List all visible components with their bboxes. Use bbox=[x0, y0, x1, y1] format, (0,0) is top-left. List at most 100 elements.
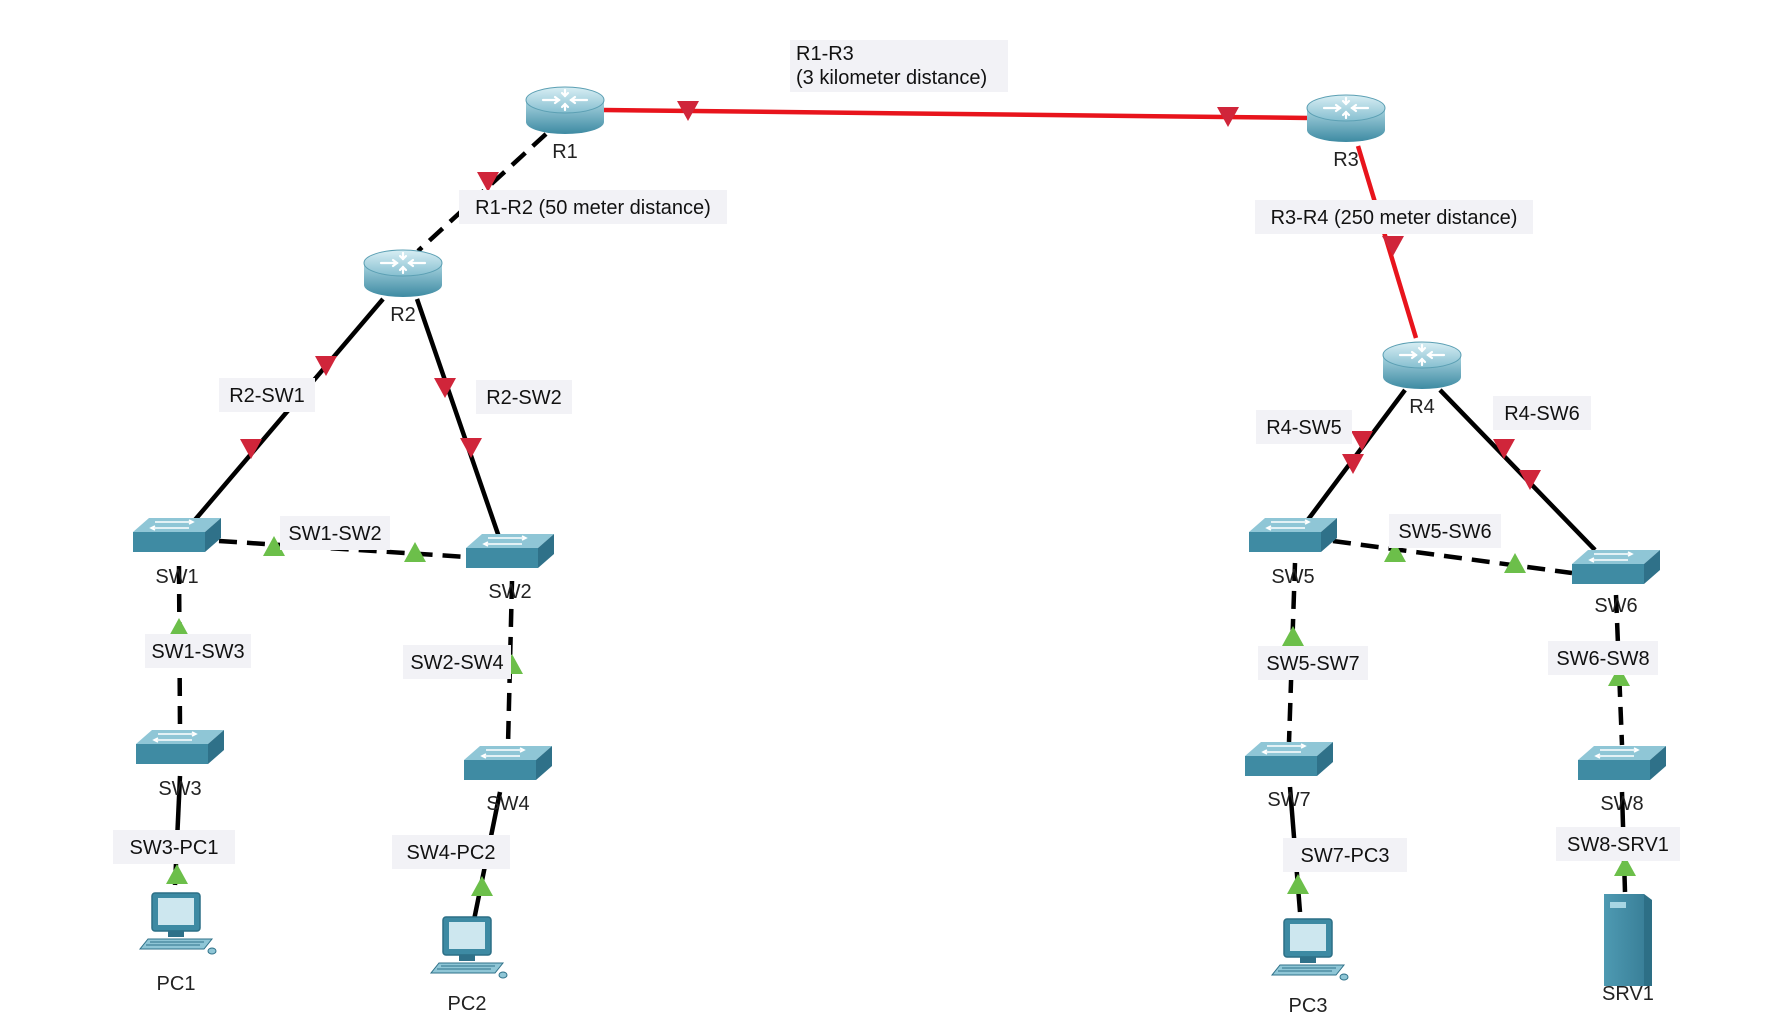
link-status-down-icon bbox=[434, 378, 456, 398]
switch-sw7[interactable] bbox=[1244, 741, 1334, 777]
link-label-text: R4-SW5 bbox=[1266, 417, 1342, 439]
link-label-text: R4-SW6 bbox=[1504, 403, 1580, 425]
link-label-text: SW5-SW6 bbox=[1398, 521, 1491, 543]
switch-icon bbox=[132, 517, 222, 553]
link-status-up-icon bbox=[1504, 553, 1526, 573]
pc-icon bbox=[1271, 918, 1349, 981]
link-label-text: R1-R2 (50 meter distance) bbox=[475, 197, 711, 219]
link-label-text: SW8-SRV1 bbox=[1567, 834, 1669, 856]
link-label-sw1-sw3: SW1-SW3 bbox=[145, 634, 251, 668]
link-status-down-icon bbox=[1493, 439, 1515, 459]
switch-sw5[interactable] bbox=[1248, 517, 1338, 553]
device-label-pc1: PC1 bbox=[157, 973, 196, 995]
pc-pc1[interactable] bbox=[139, 892, 217, 955]
link-status-up-icon bbox=[166, 864, 188, 884]
link-status-up-icon bbox=[1282, 626, 1304, 646]
link-label-r3-r4: R3-R4 (250 meter distance) bbox=[1255, 200, 1533, 234]
link-label-text: SW1-SW3 bbox=[151, 641, 244, 663]
device-label-sw1: SW1 bbox=[155, 566, 198, 588]
switch-sw8[interactable] bbox=[1577, 745, 1667, 781]
link-label-sw7-pc3: SW7-PC3 bbox=[1283, 838, 1407, 872]
link-label-text: SW4-PC2 bbox=[407, 842, 496, 864]
device-label-pc2: PC2 bbox=[448, 993, 487, 1015]
link-r1-r3[interactable] bbox=[603, 107, 1311, 121]
device-label-sw7: SW7 bbox=[1267, 789, 1310, 811]
link-label-text: SW7-PC3 bbox=[1301, 845, 1390, 867]
link-label-r4-sw5: R4-SW5 bbox=[1256, 410, 1352, 444]
pc-pc2[interactable] bbox=[430, 916, 508, 979]
device-label-sw4: SW4 bbox=[486, 793, 529, 815]
router-r4[interactable] bbox=[1381, 340, 1463, 391]
link-status-up-icon bbox=[1614, 856, 1636, 876]
link-label-r1-r2: R1-R2 (50 meter distance) bbox=[459, 190, 727, 224]
switch-icon bbox=[465, 533, 555, 569]
link-label-r1-r3: R1-R3(3 kilometer distance) bbox=[790, 40, 1008, 92]
switch-icon bbox=[1248, 517, 1338, 553]
link-label-sw8-srv1: SW8-SRV1 bbox=[1556, 827, 1680, 861]
link-label-r2-sw1: R2-SW1 bbox=[219, 378, 315, 412]
switch-icon bbox=[135, 729, 225, 765]
link-status-up-icon bbox=[168, 618, 190, 638]
device-label-sw3: SW3 bbox=[158, 778, 201, 800]
switch-sw2[interactable] bbox=[465, 533, 555, 569]
link-label-sw2-sw4: SW2-SW4 bbox=[403, 645, 511, 679]
device-label-srv1: SRV1 bbox=[1602, 983, 1654, 1005]
switch-icon bbox=[1571, 549, 1661, 585]
link-label-text: SW6-SW8 bbox=[1556, 648, 1649, 670]
device-label-sw2: SW2 bbox=[488, 581, 531, 603]
device-label-sw8: SW8 bbox=[1600, 793, 1643, 815]
link-labels-layer: R1-R3(3 kilometer distance) R1-R2 (50 met… bbox=[113, 40, 1680, 872]
link-status-up-icon bbox=[404, 542, 426, 562]
link-status-down-icon bbox=[477, 172, 499, 192]
link-r2-sw2[interactable] bbox=[414, 298, 502, 538]
switch-sw3[interactable] bbox=[135, 729, 225, 765]
switch-icon bbox=[1244, 741, 1334, 777]
link-status-down-icon bbox=[677, 101, 699, 121]
switch-sw1[interactable] bbox=[132, 517, 222, 553]
device-label-r1: R1 bbox=[552, 141, 578, 163]
link-status-markers bbox=[166, 101, 1636, 896]
link-label-text: R2-SW2 bbox=[486, 387, 562, 409]
device-label-sw5: SW5 bbox=[1271, 566, 1314, 588]
server-srv1[interactable] bbox=[1604, 894, 1652, 986]
link-label-r4-sw6: R4-SW6 bbox=[1493, 396, 1591, 430]
router-icon bbox=[1381, 340, 1463, 391]
link-status-down-icon bbox=[1519, 470, 1541, 490]
link-label-sw4-pc2: SW4-PC2 bbox=[392, 835, 510, 869]
router-r3[interactable] bbox=[1305, 93, 1387, 144]
link-status-down-icon bbox=[1351, 431, 1373, 451]
link-label-r2-sw2: R2-SW2 bbox=[476, 380, 572, 414]
link-label-text: R2-SW1 bbox=[229, 385, 305, 407]
link-sw5-sw6[interactable] bbox=[1332, 538, 1573, 576]
link-r4-sw6[interactable] bbox=[1438, 388, 1597, 552]
switch-sw6[interactable] bbox=[1571, 549, 1661, 585]
link-status-up-icon bbox=[1384, 542, 1406, 562]
link-label-sw3-pc1: SW3-PC1 bbox=[113, 830, 235, 864]
link-status-up-icon bbox=[263, 536, 285, 556]
link-status-down-icon bbox=[240, 439, 262, 459]
device-label-sw6: SW6 bbox=[1594, 595, 1637, 617]
router-r2[interactable] bbox=[362, 248, 444, 299]
link-label-text: SW1-SW2 bbox=[288, 523, 381, 545]
link-label-sw5-sw6: SW5-SW6 bbox=[1389, 514, 1501, 548]
router-icon bbox=[1305, 93, 1387, 144]
pc-pc3[interactable] bbox=[1271, 918, 1349, 981]
pc-icon bbox=[139, 892, 217, 955]
switch-sw4[interactable] bbox=[463, 745, 553, 781]
link-label-line1: R1-R3 bbox=[796, 43, 854, 65]
router-r1[interactable] bbox=[524, 85, 606, 136]
link-label-sw5-sw7: SW5-SW7 bbox=[1258, 646, 1368, 680]
pc-icon bbox=[430, 916, 508, 979]
switch-icon bbox=[1577, 745, 1667, 781]
server-icon bbox=[1604, 894, 1652, 986]
link-status-up-icon bbox=[1608, 666, 1630, 686]
link-status-down-icon bbox=[1382, 236, 1404, 256]
router-icon bbox=[362, 248, 444, 299]
link-label-text: SW3-PC1 bbox=[130, 837, 219, 859]
link-status-down-icon bbox=[1217, 107, 1239, 127]
link-label-sw1-sw2: SW1-SW2 bbox=[280, 516, 390, 550]
link-label-text: SW2-SW4 bbox=[410, 652, 503, 674]
link-sw6-sw8[interactable] bbox=[1613, 594, 1625, 746]
